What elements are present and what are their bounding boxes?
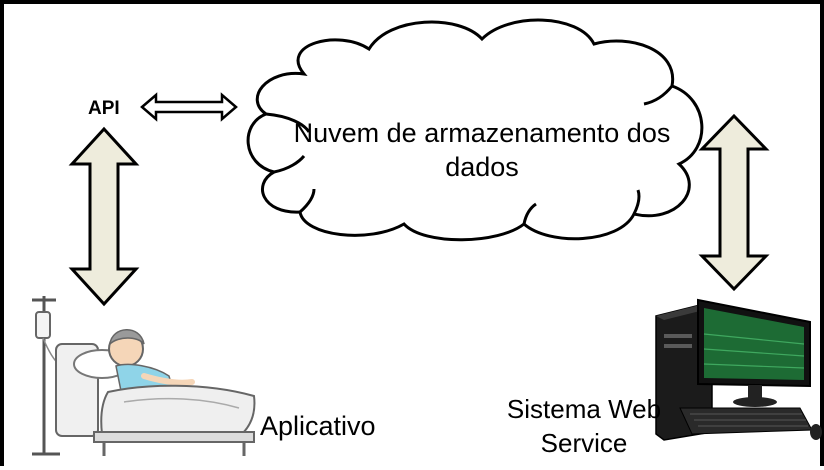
cloud-label: Nuvem de armazenamento dos dados xyxy=(293,118,671,182)
app-label: Aplicativo xyxy=(260,411,376,441)
patient-in-bed-icon xyxy=(32,296,256,456)
desktop-computer-icon xyxy=(655,298,822,441)
api-double-arrow xyxy=(140,92,238,122)
web-double-arrow xyxy=(698,113,770,292)
diagram-graphics xyxy=(32,18,822,456)
cloud-shape xyxy=(246,18,704,242)
app-double-arrow xyxy=(68,126,140,307)
web-service-label: Sistema Web Service xyxy=(506,394,662,458)
api-label: API xyxy=(88,98,120,119)
